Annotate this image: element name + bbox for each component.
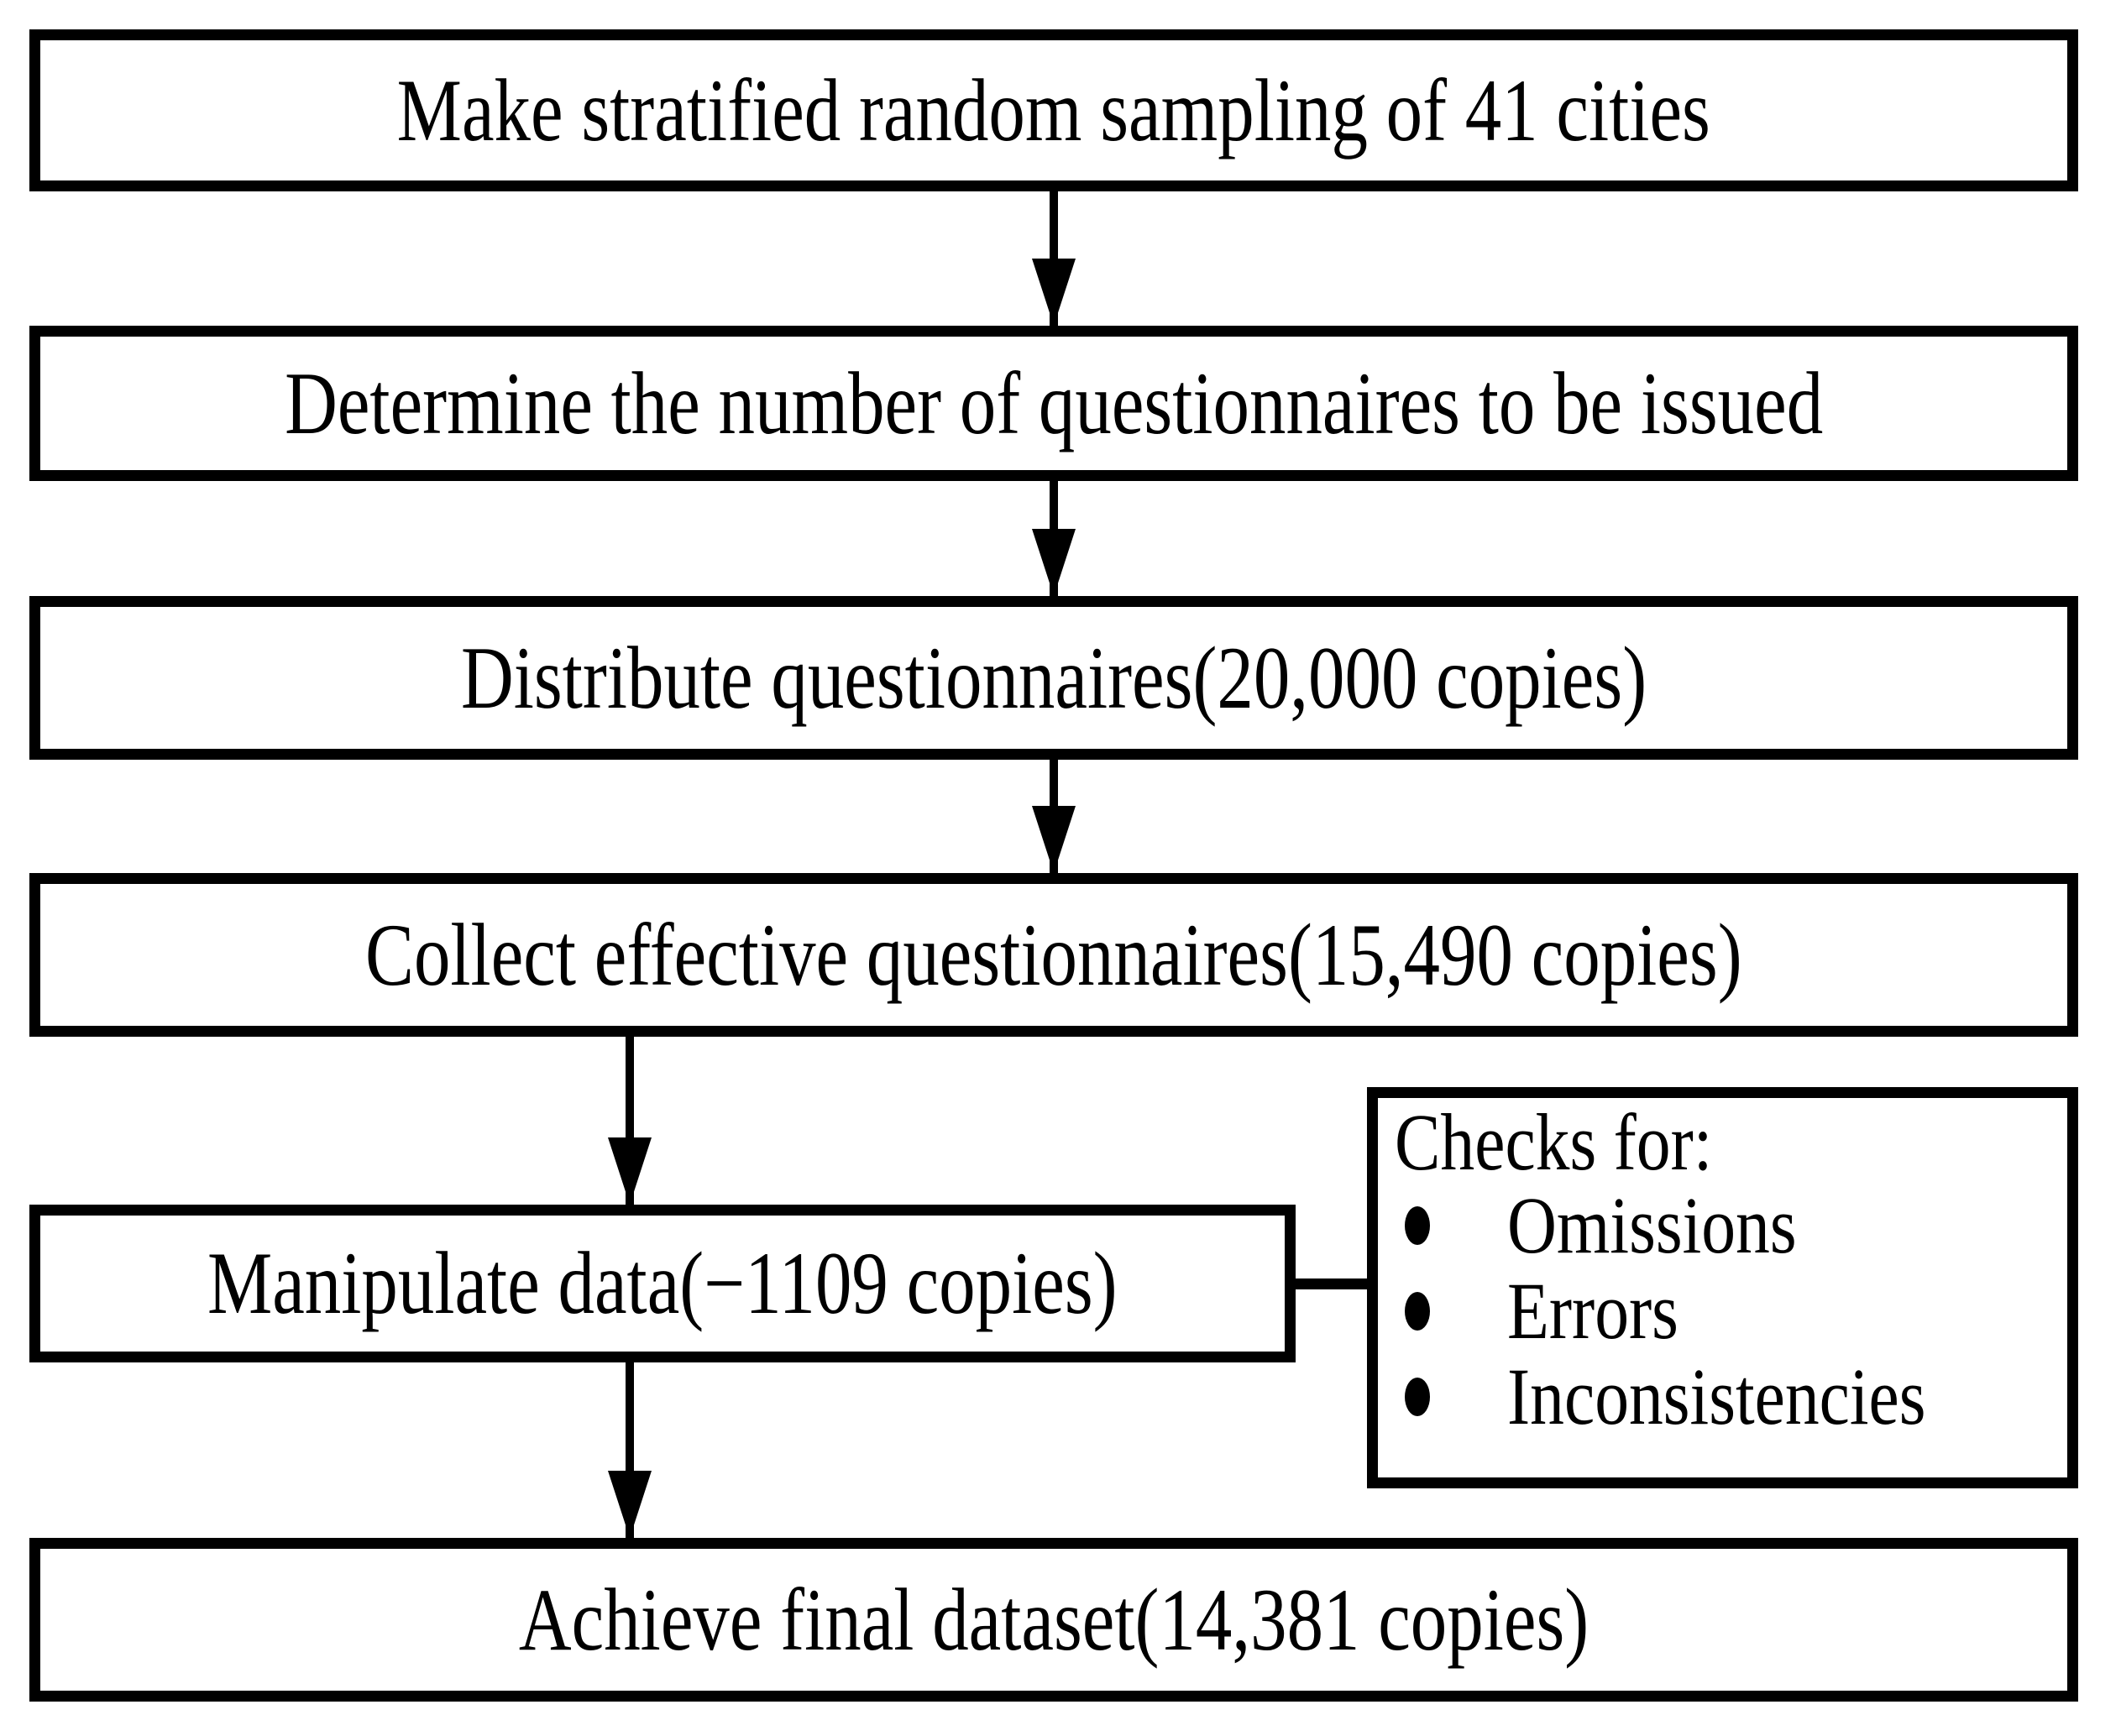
flow-box-stratified-sampling-label: Make stratified random sampling of 41 ci… bbox=[396, 60, 1711, 159]
arrowhead-down-icon bbox=[608, 1137, 652, 1205]
checks-panel-title: Checks for: bbox=[1395, 1097, 1713, 1187]
flow-box-final-dataset-label: Achieve final dataset(14,381 copies) bbox=[518, 1570, 1589, 1669]
check-item-omissions-label: Omissions bbox=[1507, 1180, 1797, 1270]
flow-box-distribute-questionnaires-label: Distribute questionnaires(20,000 copies) bbox=[460, 628, 1647, 727]
flow-box-collect-questionnaires-label: Collect effective questionnaires(15,490 … bbox=[365, 905, 1742, 1004]
arrow-shaft bbox=[626, 1037, 634, 1205]
down-arrow-2 bbox=[1032, 481, 1076, 596]
flow-box-distribute-questionnaires: Distribute questionnaires(20,000 copies) bbox=[29, 596, 2078, 760]
down-arrow-1 bbox=[1032, 191, 1076, 326]
check-item-errors: Errors bbox=[1395, 1271, 2067, 1352]
flow-box-determine-number-label: Determine the number of questionnaires t… bbox=[284, 353, 1824, 452]
bullet-icon bbox=[1405, 1378, 1430, 1416]
check-item-inconsistencies: Inconsistencies bbox=[1395, 1357, 2067, 1437]
arrow-shaft bbox=[626, 1362, 634, 1538]
check-item-inconsistencies-label: Inconsistencies bbox=[1507, 1352, 1926, 1441]
flow-box-manipulate-data: Manipulate data(−1109 copies) bbox=[29, 1205, 1296, 1362]
bullet-icon bbox=[1405, 1206, 1430, 1245]
flow-box-final-dataset: Achieve final dataset(14,381 copies) bbox=[29, 1538, 2078, 1702]
check-item-errors-label: Errors bbox=[1507, 1266, 1678, 1356]
down-arrow-5 bbox=[608, 1362, 652, 1538]
arrowhead-down-icon bbox=[1032, 806, 1076, 873]
flow-box-collect-questionnaires: Collect effective questionnaires(15,490 … bbox=[29, 873, 2078, 1037]
arrowhead-down-icon bbox=[608, 1471, 652, 1538]
flow-box-manipulate-data-label: Manipulate data(−1109 copies) bbox=[207, 1234, 1118, 1333]
checks-panel: Checks for: Omissions Errors Inconsisten… bbox=[1367, 1087, 2078, 1488]
bullet-icon bbox=[1405, 1292, 1430, 1331]
flow-box-determine-number: Determine the number of questionnaires t… bbox=[29, 326, 2078, 481]
check-item-omissions: Omissions bbox=[1395, 1185, 2067, 1266]
arrowhead-down-icon bbox=[1032, 529, 1076, 596]
connector-line bbox=[1293, 1278, 1369, 1289]
flow-box-stratified-sampling: Make stratified random sampling of 41 ci… bbox=[29, 29, 2078, 191]
down-arrow-4 bbox=[608, 1037, 652, 1205]
down-arrow-3 bbox=[1032, 760, 1076, 873]
arrowhead-down-icon bbox=[1032, 259, 1076, 326]
